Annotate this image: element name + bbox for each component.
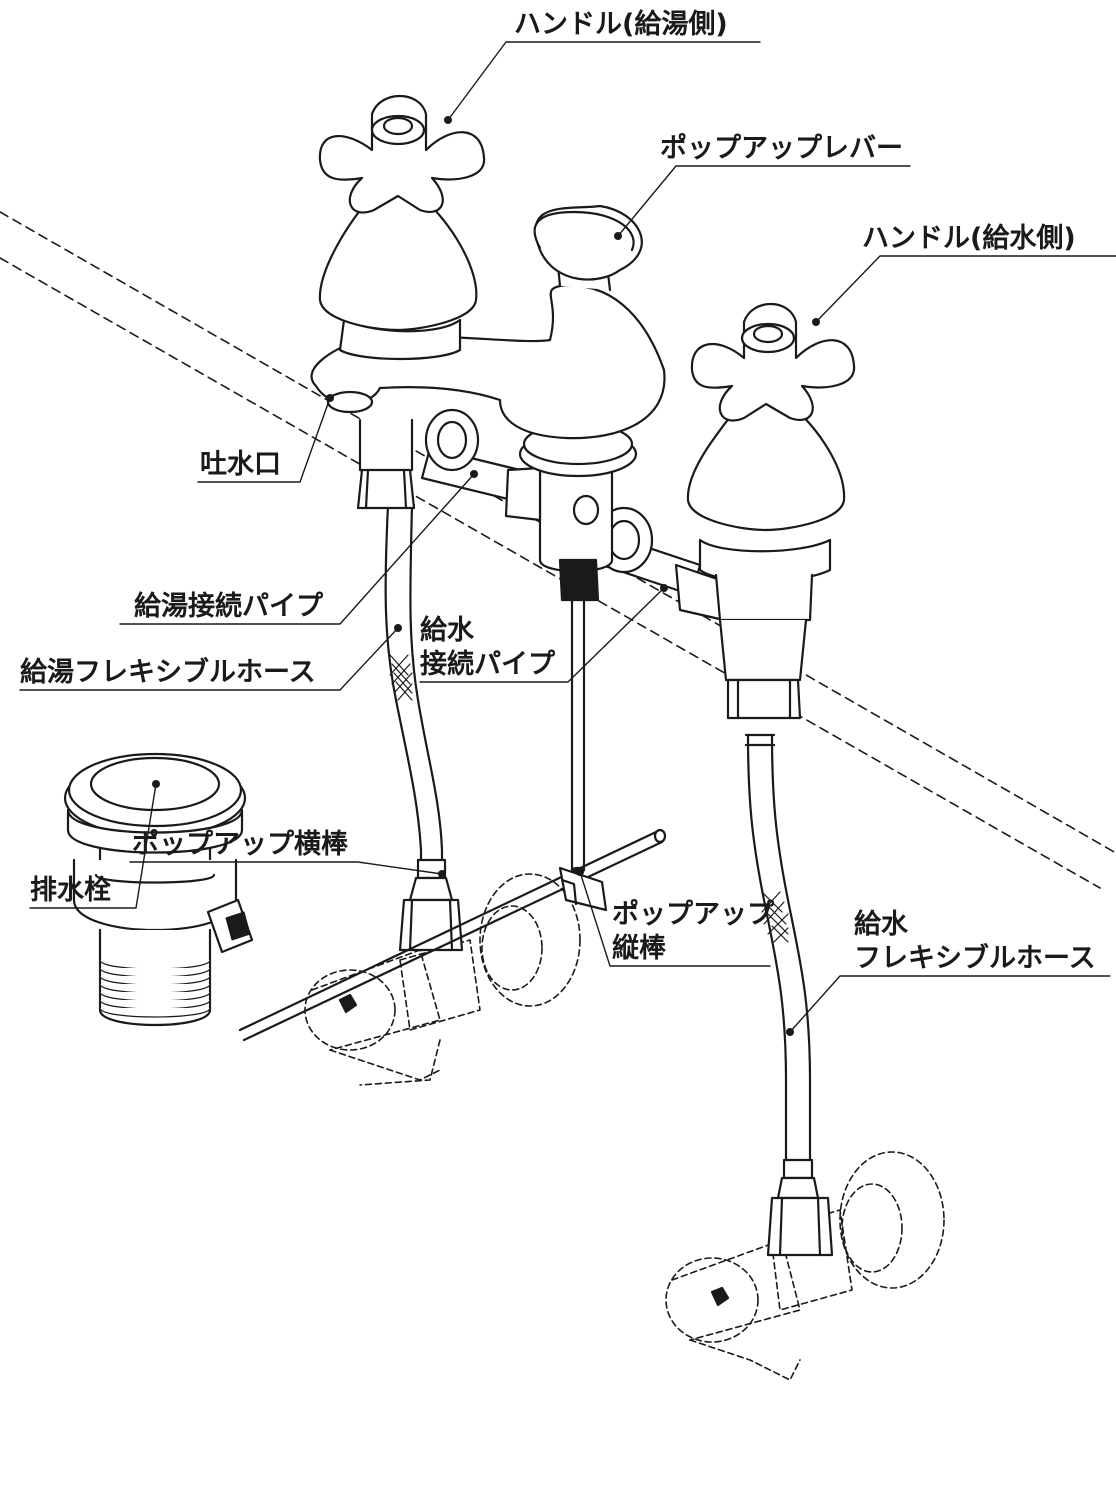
label-handle-hot: ハンドル(給湯側) (514, 9, 728, 40)
popup-vertical-rod (570, 598, 586, 874)
label-popup-lever: ポップアップレバー (660, 133, 903, 164)
label-handle-cold: ハンドル(給水側) (862, 223, 1076, 254)
hot-stop-valve (304, 873, 581, 1086)
label-hot-hose: 給湯フレキシブルホース (20, 657, 316, 688)
hot-handle (318, 94, 486, 361)
leader-lines (19, 41, 1116, 1033)
label-popup-vertical-line2: 縦棒 (612, 933, 666, 964)
counter-edge-lines (0, 211, 1116, 889)
drain-plug (63, 752, 254, 1027)
label-hot-pipe: 給湯接続パイプ (134, 591, 323, 622)
cold-flexible-hose (744, 733, 820, 1200)
label-popup-horizontal: ポップアップ横棒 (132, 829, 348, 860)
leader-dots (152, 116, 820, 1036)
cold-hose-hatch (761, 891, 789, 943)
cold-handle (686, 302, 856, 720)
cold-stop-valve-nut (710, 1196, 834, 1307)
hot-valve-body (356, 418, 416, 510)
label-popup-vertical-line1: ポップアップ (612, 899, 774, 930)
label-drain: 排水栓 (30, 875, 111, 906)
hot-connecting-pipe (420, 408, 522, 502)
label-cold-hose-line1: 給水 (854, 909, 908, 940)
cold-stop-valve (665, 1151, 945, 1381)
hot-stop-valve-nut (338, 898, 464, 1014)
drain-thread (99, 959, 211, 1018)
popup-horizontal-rod (238, 828, 667, 1042)
label-cold-pipe-line2: 接続パイプ (420, 649, 555, 680)
label-spout: 吐水口 (200, 449, 281, 480)
label-cold-pipe-line1: 給水 (420, 615, 474, 646)
hot-hose-hatch (389, 654, 413, 701)
label-cold-hose-line2: フレキシブルホース (854, 943, 1096, 974)
hot-flexible-hose (384, 503, 454, 902)
